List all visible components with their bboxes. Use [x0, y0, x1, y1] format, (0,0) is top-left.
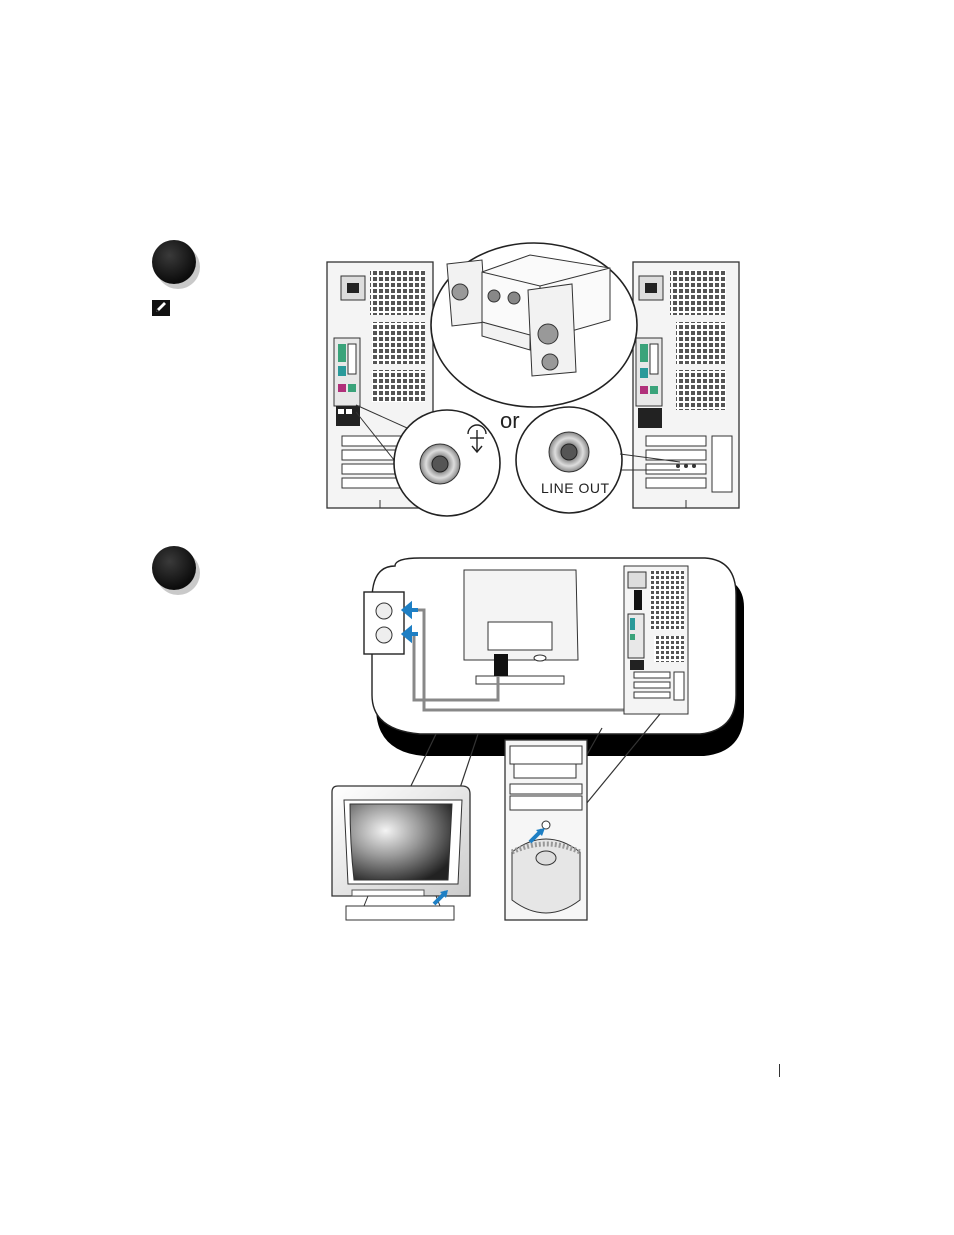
power-callout	[364, 558, 744, 756]
computer-front	[505, 740, 587, 920]
page-footer-mark	[779, 1064, 780, 1077]
monitor-front	[332, 786, 470, 920]
